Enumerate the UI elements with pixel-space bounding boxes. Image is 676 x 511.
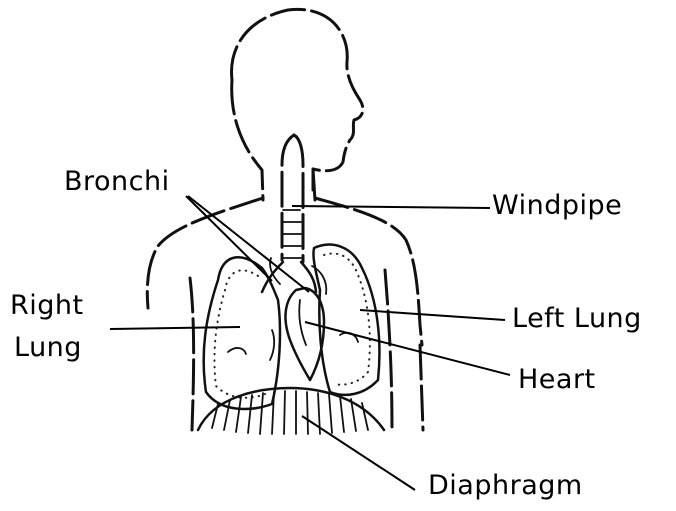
right-arm-inner (385, 270, 392, 430)
label-windpipe: Windpipe (492, 190, 622, 222)
left-arm-inner (190, 278, 194, 430)
right-side-waist (420, 345, 423, 430)
throat-line (282, 135, 294, 260)
body-outline (147, 9, 423, 430)
neck-front (313, 169, 315, 200)
leader-lines (110, 196, 510, 490)
label-right-lung-line1: Right (10, 290, 84, 322)
label-diaphragm: Diaphragm (428, 470, 583, 502)
right-shoulder (315, 198, 422, 345)
windpipe-leader (292, 206, 490, 208)
back-of-head (232, 80, 263, 200)
label-bronchi: Bronchi (64, 166, 170, 198)
trachea (283, 210, 301, 258)
throat-line-2 (294, 135, 303, 262)
bronchi-leader-1 (186, 196, 272, 281)
diaphragm-leader (302, 416, 415, 490)
heart-leader (305, 322, 510, 375)
label-left-lung: Left Lung (512, 303, 642, 335)
left-lung-leader (360, 310, 505, 320)
label-right-lung-line2: Lung (14, 332, 82, 364)
right-lung-leader (110, 327, 240, 329)
label-heart: Heart (518, 364, 596, 396)
diaphragm-shape (198, 388, 384, 434)
head-outline (232, 9, 363, 190)
